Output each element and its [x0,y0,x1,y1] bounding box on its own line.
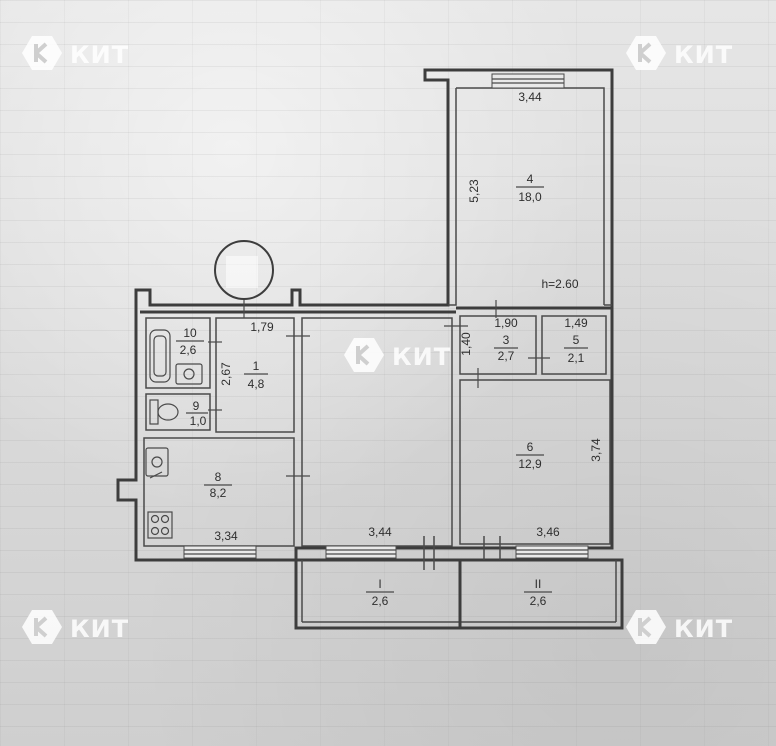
watermark-text: КИТ [674,41,733,69]
bath-room-10-walls [145,317,211,389]
dim-room4-depth: 5,23 [467,179,481,203]
watermark-top-left: КИТ [22,36,129,70]
dim-hall-depth: 2,67 [219,362,233,386]
watermark-bottom-right: КИТ [626,610,733,644]
washbasin-icon [175,363,203,385]
walls [116,68,624,630]
dim-kitchen-width: 3,34 [214,529,238,543]
room-area: 1,0 [190,414,207,428]
room6-walls [459,379,611,545]
room-number: 9 [193,399,200,413]
dim-room3-width: 1,90 [494,316,518,330]
kitchen-sink-icon [145,447,169,477]
room-6: 6 12,9 [516,440,544,471]
room-area: 2,7 [498,349,515,363]
room-number: 5 [573,333,580,347]
room-number: 1 [253,359,260,373]
dim-room6-width: 3,46 [536,525,560,539]
balcony-2: II 2,6 [524,577,552,608]
windows [183,73,589,570]
room-area: 2,6 [180,343,197,357]
window-room4 [491,73,565,89]
room-9: 9 1,0 [186,399,208,428]
watermark-top-right: КИТ [626,36,733,70]
room5-walls [541,315,607,375]
dim-room4-width: 3,44 [518,90,542,104]
watermark-bottom-left: КИТ [22,610,129,644]
window-kitchen [183,545,257,559]
room-area: 2,1 [568,351,585,365]
room-number: 10 [183,326,197,340]
shaft-circle-icon [214,240,274,300]
watermark-center: КИТ [344,338,451,372]
watermark-text: КИТ [674,615,733,643]
bathtub-icon [149,329,171,383]
watermark-text: КИТ [70,615,129,643]
window-living [325,545,397,559]
stove-icon [147,511,173,539]
door-marks [149,298,550,479]
room-4: 4 18,0 [516,172,544,204]
dim-room6-depth: 3,74 [589,438,603,462]
shaft-watermark-mark [226,256,258,288]
wc-room-9-walls [145,393,211,431]
room-3: 3 2,7 [494,333,518,363]
kit-logo-icon [22,610,62,644]
kit-logo-icon [22,36,62,70]
room-area: 4,8 [248,377,265,391]
kit-logo-icon [344,338,384,372]
room-area: 2,6 [530,594,547,608]
hall-room-1-walls [215,317,295,433]
watermark-text: КИТ [392,343,451,371]
outer-wall [116,68,614,562]
watermark-text: КИТ [70,41,129,69]
dim-room5-width: 1,49 [564,316,588,330]
room-8: 8 8,2 [204,470,232,500]
room-area: 18,0 [518,190,542,204]
room-number: II [535,577,542,591]
balcony-1: I 2,6 [366,577,394,608]
dimensions: 3,44 5,23 h=2.60 1,79 2,67 1,90 1,40 1,4… [214,90,603,543]
room-number: 4 [527,172,534,186]
room-area: 12,9 [518,457,542,471]
room-10: 10 2,6 [176,326,204,357]
room-number: 3 [503,333,510,347]
room3-walls [459,315,537,375]
dim-ceiling-height: h=2.60 [541,277,578,291]
dim-room3-depth: 1,40 [459,332,473,356]
dim-living-width: 3,44 [368,525,392,539]
room-1: 1 4,8 [244,359,268,391]
toilet-icon [149,399,179,425]
room-area: 2,6 [372,594,389,608]
dim-hall-width: 1,79 [250,320,274,334]
room-number: 6 [527,440,534,454]
room-area: 8,2 [210,486,227,500]
room-number: 8 [215,470,222,484]
window-room6 [515,545,589,559]
kit-logo-icon [626,610,666,644]
kit-logo-icon [626,36,666,70]
room-5: 5 2,1 [564,333,588,365]
room-number: I [378,577,381,591]
